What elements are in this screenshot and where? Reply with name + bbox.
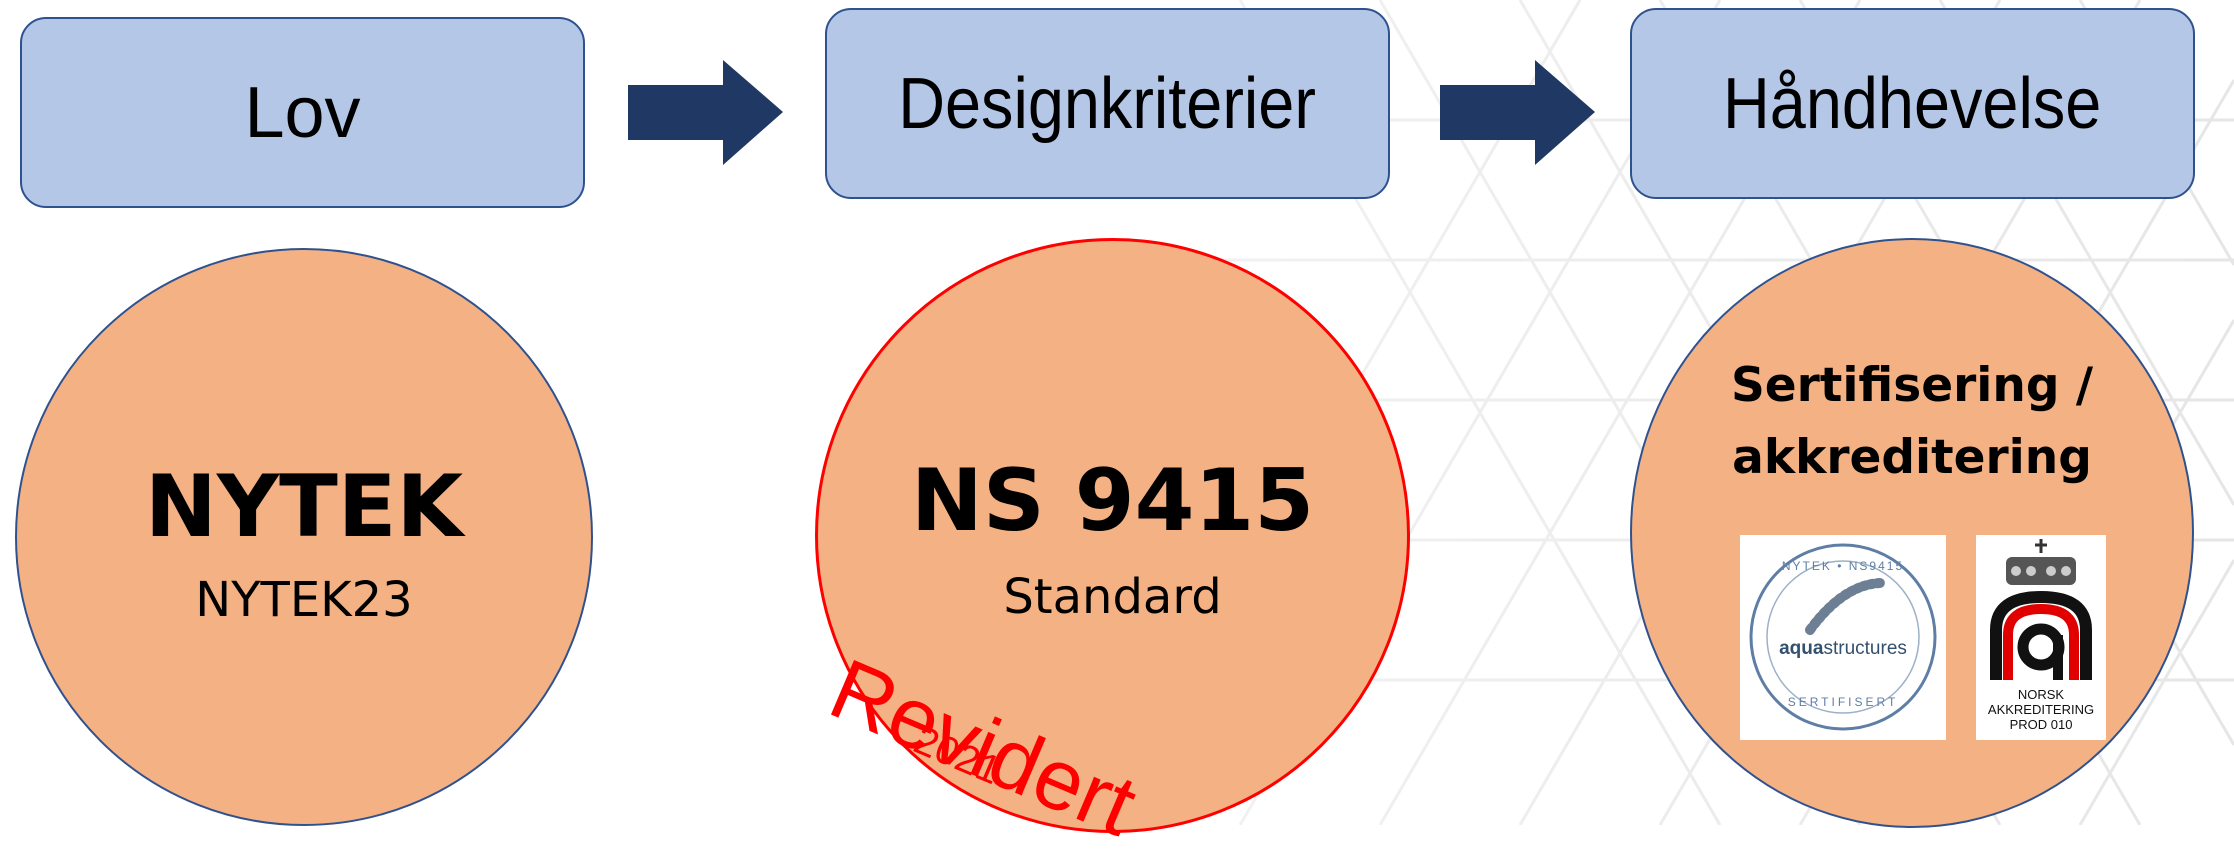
aquastructures-ring-text: NYTEK • NS9415 bbox=[1781, 559, 1905, 573]
ns9415-title: NS 9415 bbox=[910, 451, 1315, 551]
nytek-title: NYTEK bbox=[144, 457, 464, 557]
cert-title-line1: Sertifisering / bbox=[1730, 358, 2094, 413]
aquastructures-bottom-text: SERTIFISERT bbox=[1787, 695, 1899, 709]
circle-nytek: NYTEK NYTEK23 bbox=[15, 248, 593, 826]
aquastructures-wordmark-rest: structures bbox=[1823, 638, 1907, 659]
step-box-handhevelse: Håndhevelse bbox=[1630, 8, 2195, 199]
right-arrow-icon bbox=[1440, 60, 1595, 165]
na-line1: NORSK bbox=[2017, 687, 2065, 702]
step-box-designkriterier: Designkriterier bbox=[825, 8, 1390, 199]
aquastructures-badge bbox=[1749, 543, 1937, 731]
cert-title-line2: akkreditering bbox=[1732, 430, 2092, 485]
na-line3: PROD 010 bbox=[2009, 717, 2073, 732]
norsk-akkreditering-logo: NORSK AKKREDITERING PROD 010 bbox=[1976, 535, 2106, 740]
aquastructures-wordmark-bold: aqua bbox=[1779, 638, 1824, 659]
step-box-lov: Lov bbox=[20, 17, 585, 208]
aquastructures-logo: NYTEK • NS9415 aquastructures SERTIFISER… bbox=[1740, 535, 1946, 740]
aquastructures-wordmark: aquastructures bbox=[1740, 638, 1946, 660]
step-label-lov: Lov bbox=[244, 72, 361, 153]
ns9415-subtitle: Standard bbox=[1003, 569, 1222, 625]
crown-icon bbox=[1990, 539, 2092, 680]
right-arrow-icon bbox=[628, 60, 783, 165]
step-label-designkriterier: Designkriterier bbox=[898, 63, 1317, 144]
nytek-subtitle: NYTEK23 bbox=[195, 572, 413, 628]
step-label-handhevelse: Håndhevelse bbox=[1723, 63, 2102, 144]
na-line2: AKKREDITERING bbox=[1987, 702, 2095, 717]
